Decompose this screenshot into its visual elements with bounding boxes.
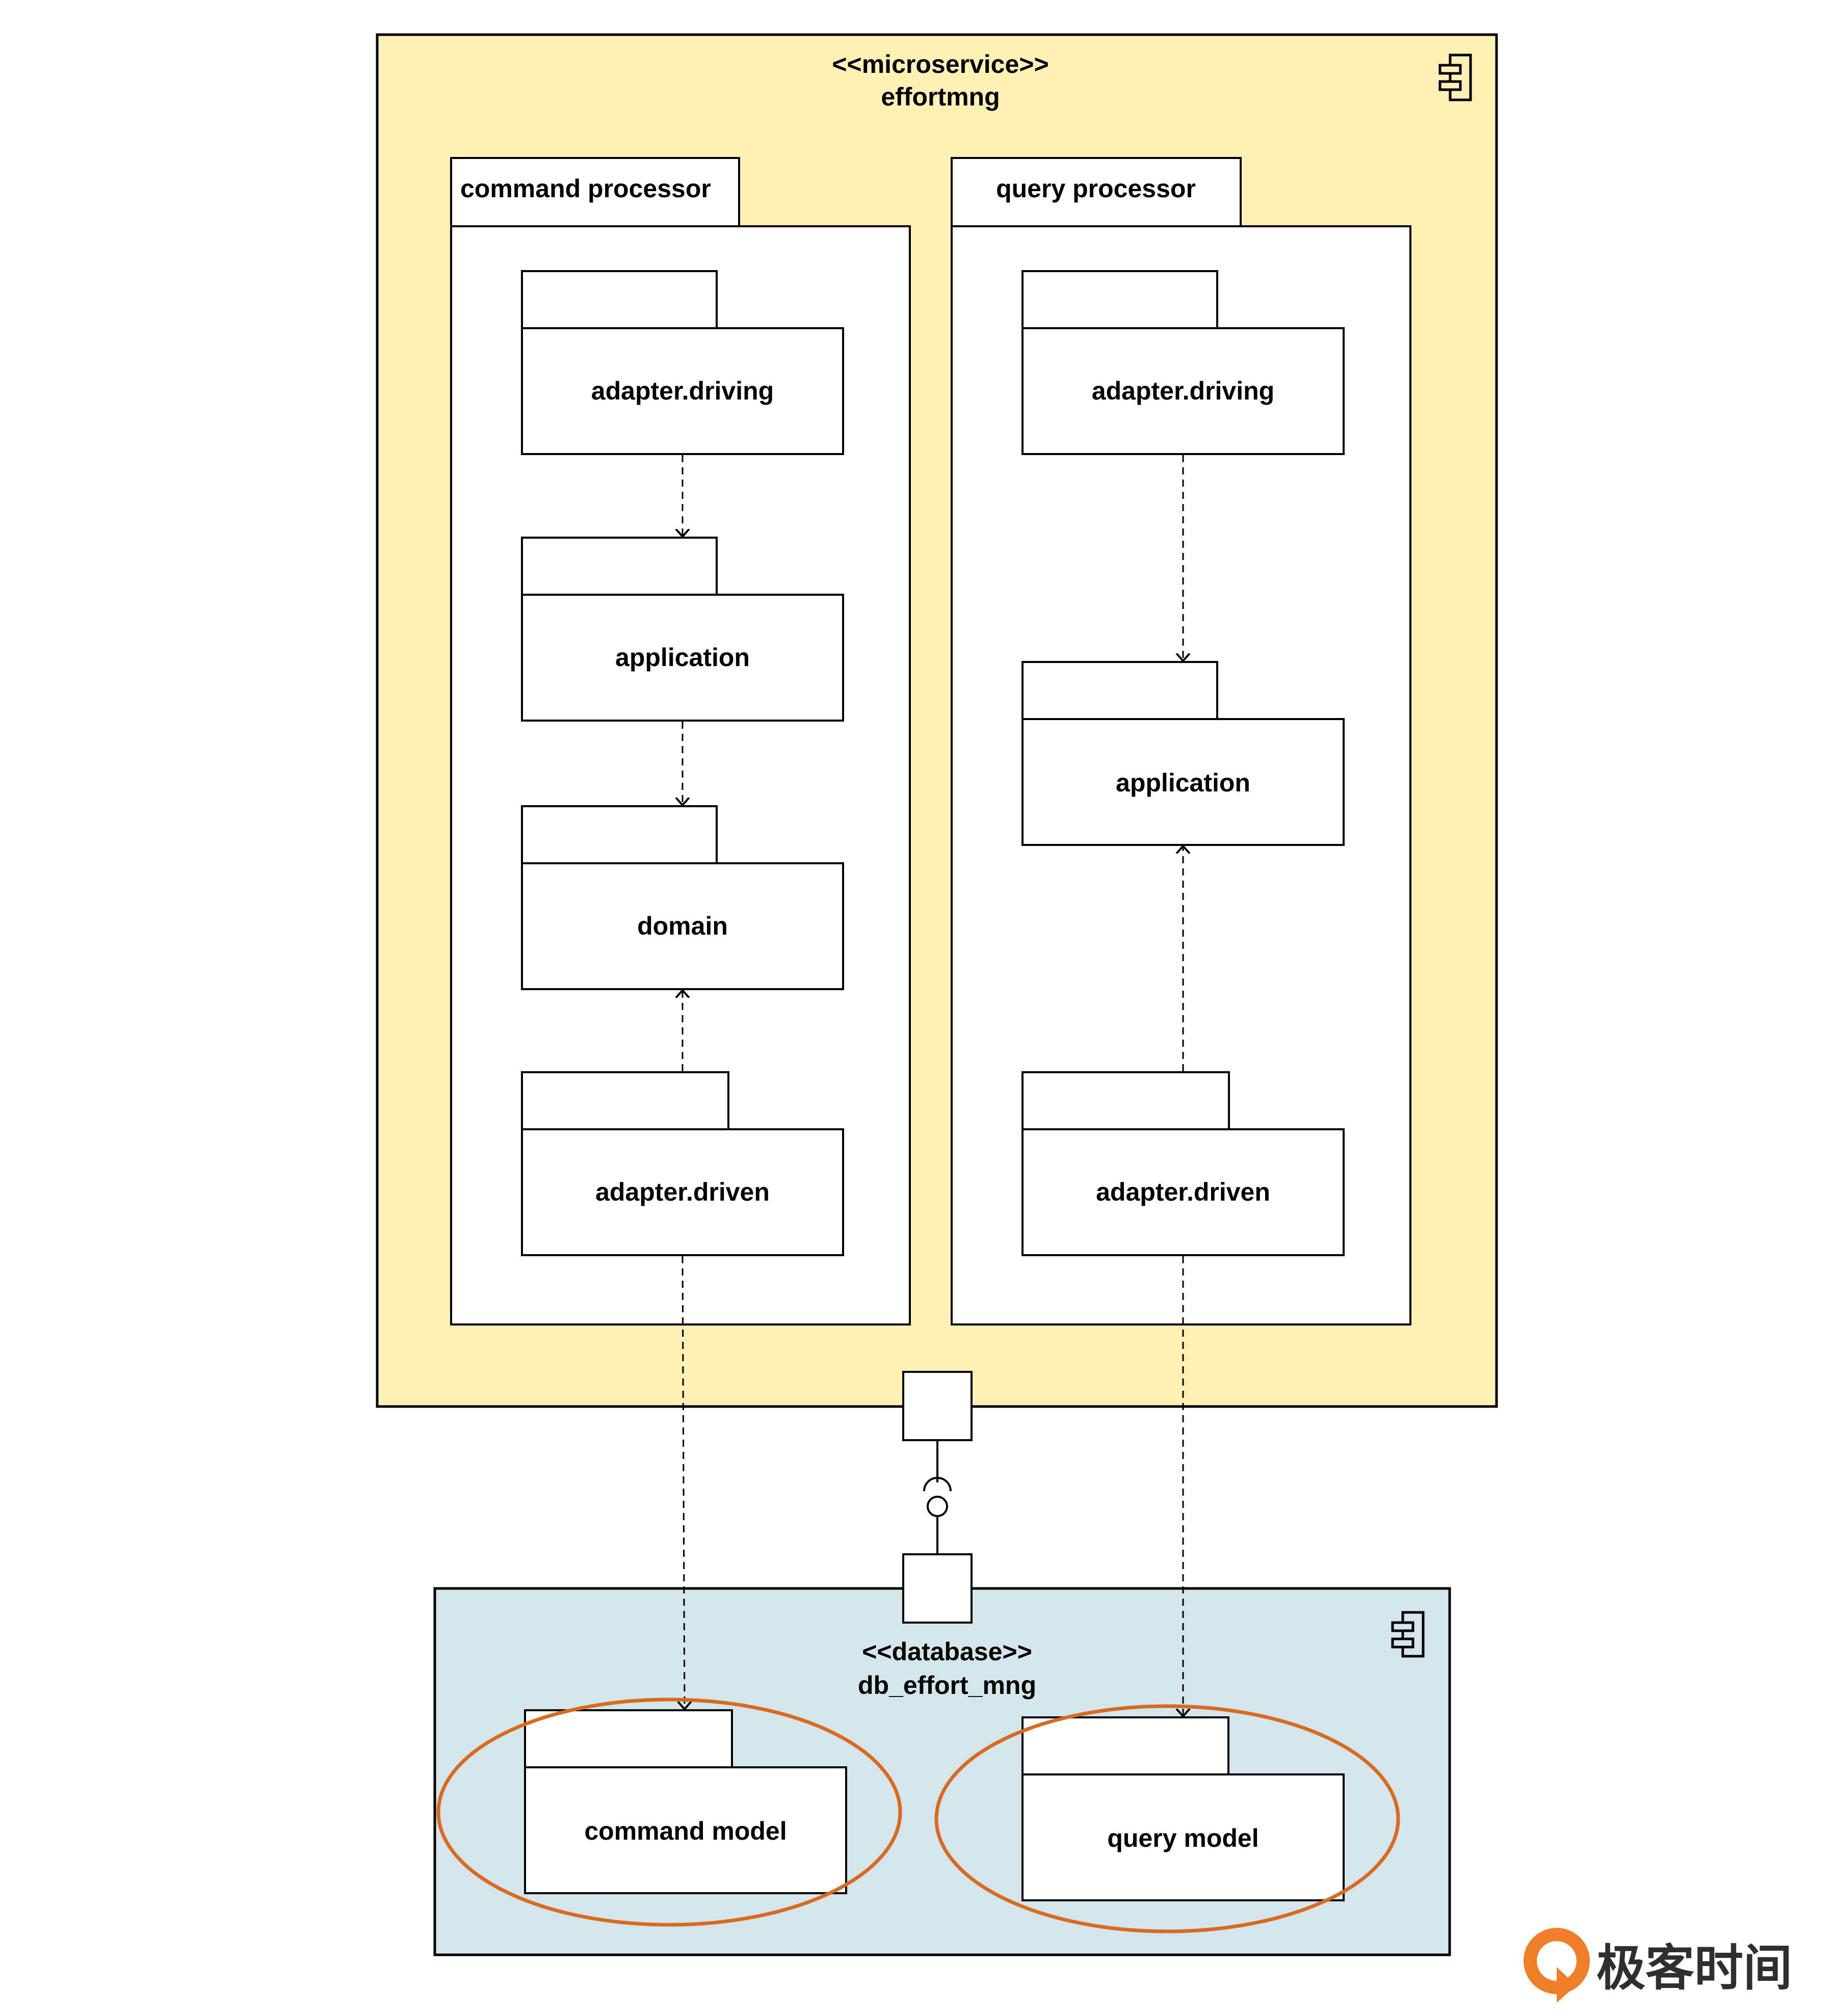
required-interface-socket xyxy=(923,1477,952,1492)
package-label: query model xyxy=(1107,1824,1259,1852)
package-label: adapter.driven xyxy=(595,1178,770,1206)
cmd-adapter-driving-package: adapter.driving xyxy=(521,270,844,455)
qry-adapter-driving-package: adapter.driving xyxy=(1021,270,1345,455)
uml-component-icon xyxy=(1391,1611,1425,1658)
geektime-logo: 极客时间 xyxy=(1524,1928,1792,2003)
qry-adapter-driven-package: adapter.driven xyxy=(1021,1071,1345,1256)
geektime-logo-icon xyxy=(1524,1928,1590,2003)
query-model-highlight xyxy=(934,1704,1400,1933)
cmd-adapter-driven-package: adapter.driven xyxy=(521,1071,844,1256)
dependency-arrows xyxy=(683,455,1183,1716)
microservice-stereotype: <<microservice>> xyxy=(832,50,1048,78)
command-processor-title: command processor xyxy=(460,174,711,203)
query-model-package: query model xyxy=(1021,1716,1345,1901)
provided-interface-ball xyxy=(927,1496,948,1517)
logo-text: 极客时间 xyxy=(1596,1941,1792,1996)
command-model-package: command model xyxy=(524,1709,847,1894)
package-label: adapter.driving xyxy=(1092,377,1274,405)
package-label: application xyxy=(615,643,750,672)
package-label: domain xyxy=(637,912,728,940)
package-label: adapter.driving xyxy=(591,377,774,405)
interface-connector xyxy=(902,1371,973,1624)
query-processor-title: query processor xyxy=(996,174,1196,203)
cmd-domain-package: domain xyxy=(521,805,844,990)
database-name: db_effort_mng xyxy=(858,1671,1036,1700)
database-stereotype: <<database>> xyxy=(862,1637,1032,1666)
package-label: adapter.driven xyxy=(1096,1178,1270,1206)
qry-application-package: application xyxy=(1021,661,1345,846)
cmd-application-package: application xyxy=(521,537,844,722)
microservice-name: effortmng xyxy=(881,83,1000,111)
database-port xyxy=(902,1553,973,1624)
command-model-highlight xyxy=(436,1697,902,1927)
microservice-port xyxy=(902,1371,973,1441)
package-label: application xyxy=(1116,768,1250,797)
package-label: command model xyxy=(584,1817,787,1845)
uml-component-icon xyxy=(1438,54,1472,101)
dependency-arrow xyxy=(683,1256,685,1709)
